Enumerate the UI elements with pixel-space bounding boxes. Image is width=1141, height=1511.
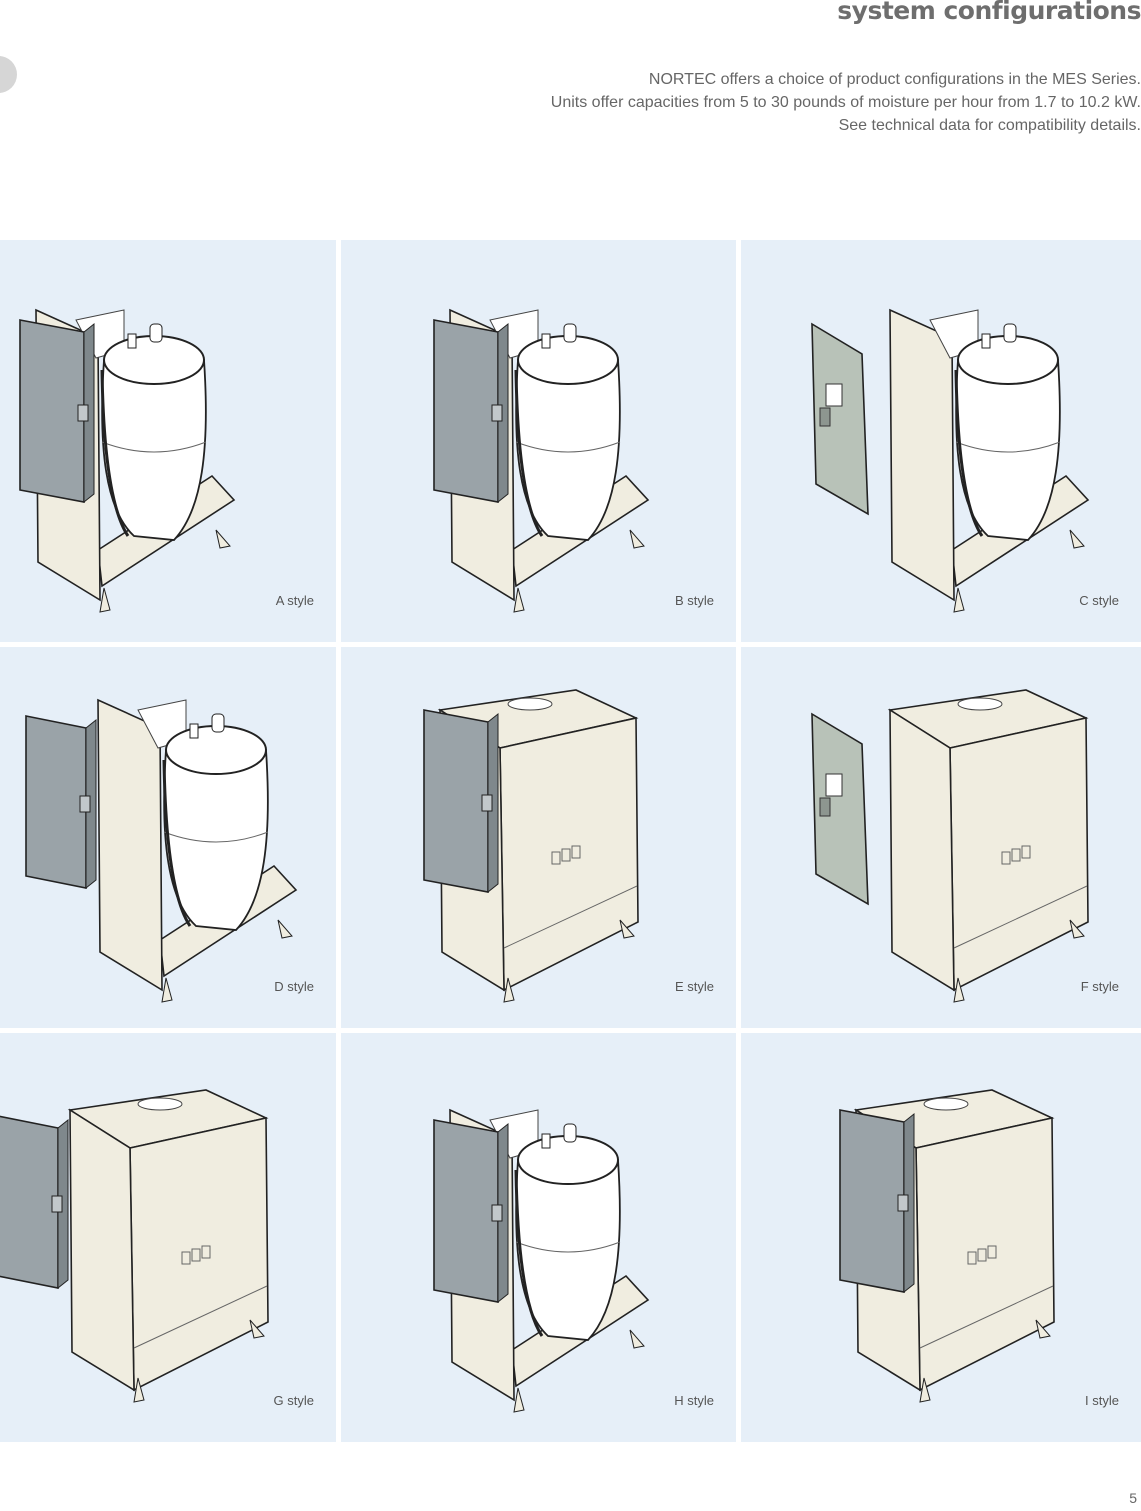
steam-cylinder bbox=[101, 359, 207, 541]
housing-front bbox=[129, 1117, 269, 1392]
config-caption: F style bbox=[1080, 979, 1119, 994]
section-tab-marker bbox=[0, 56, 17, 93]
unit-illustration bbox=[19, 308, 236, 613]
unit-illustration bbox=[433, 1108, 650, 1413]
config-caption: G style bbox=[273, 1393, 314, 1408]
page-title: system configurations bbox=[837, 0, 1141, 25]
config-caption: B style bbox=[674, 593, 714, 608]
housing-side bbox=[889, 708, 955, 992]
steam-cylinder bbox=[515, 359, 621, 541]
steam-cylinder bbox=[515, 1159, 621, 1341]
unit-illustration bbox=[811, 308, 1090, 613]
unit-illustration bbox=[839, 1089, 1055, 1403]
control-cabinet bbox=[25, 715, 87, 889]
config-caption: A style bbox=[275, 593, 314, 608]
intro-line-1: NORTEC offers a choice of product config… bbox=[648, 71, 1141, 88]
steam-cylinder bbox=[163, 749, 269, 931]
electrical-panel bbox=[811, 712, 869, 906]
housing-side bbox=[97, 698, 163, 992]
housing-front bbox=[949, 717, 1089, 992]
intro-text: NORTEC offers a choice of product config… bbox=[551, 68, 1141, 137]
control-cabinet bbox=[839, 1109, 905, 1293]
unit-illustration bbox=[423, 689, 639, 1003]
housing-front bbox=[499, 717, 639, 992]
steam-cylinder bbox=[955, 359, 1061, 541]
config-caption: D style bbox=[274, 979, 314, 994]
control-cabinet bbox=[0, 1115, 59, 1289]
config-panel: D style bbox=[0, 647, 336, 1028]
unit-illustration bbox=[25, 698, 298, 1003]
control-cabinet bbox=[423, 709, 489, 893]
config-caption: C style bbox=[1079, 593, 1119, 608]
intro-line-2: Units offer capacities from 5 to 30 poun… bbox=[550, 94, 1141, 111]
electrical-panel bbox=[811, 322, 869, 516]
unit-illustration bbox=[811, 689, 1089, 1003]
config-panel: A style bbox=[0, 240, 336, 642]
config-panel: I style bbox=[741, 1033, 1141, 1442]
config-panel: H style bbox=[341, 1033, 736, 1442]
config-caption: E style bbox=[674, 979, 714, 994]
intro-line-3: See technical data for compatibility det… bbox=[838, 117, 1141, 134]
configurations-grid: A style B style C style D style E style … bbox=[0, 240, 1141, 1442]
config-panel: C style bbox=[741, 240, 1141, 642]
config-panel: F style bbox=[741, 647, 1141, 1028]
housing-side bbox=[889, 308, 955, 602]
config-panel: E style bbox=[341, 647, 736, 1028]
config-caption: H style bbox=[674, 1393, 714, 1408]
unit-illustration bbox=[0, 1089, 269, 1403]
config-caption: I style bbox=[1085, 1393, 1119, 1408]
housing-front bbox=[915, 1117, 1055, 1392]
config-panel: G style bbox=[0, 1033, 336, 1442]
control-cabinet bbox=[433, 1119, 499, 1303]
control-cabinet bbox=[433, 319, 499, 503]
housing-side bbox=[69, 1108, 135, 1392]
control-cabinet bbox=[19, 319, 85, 503]
unit-illustration bbox=[433, 308, 650, 613]
config-panel: B style bbox=[341, 240, 736, 642]
page-number: 5 bbox=[1129, 1490, 1137, 1506]
